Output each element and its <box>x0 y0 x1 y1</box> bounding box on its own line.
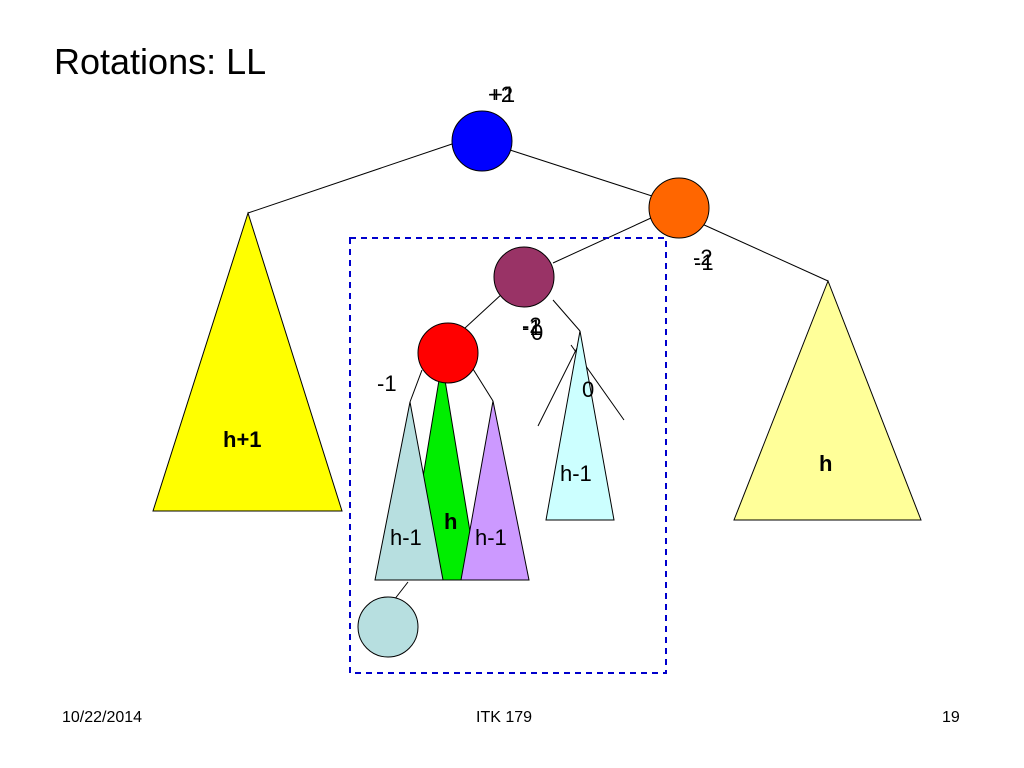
root-balance-label-b: +1 <box>490 82 515 107</box>
slide-title: Rotations: LL <box>54 41 267 82</box>
edge-root-orange <box>509 149 653 197</box>
green-subtree-label: h <box>444 509 457 534</box>
footer-date: 10/22/2014 <box>62 709 143 726</box>
edge-red-right <box>472 368 494 402</box>
edge-purple-red <box>464 292 504 329</box>
footer-course: ITK 179 <box>476 709 533 726</box>
cyan-subtree-balance-label: 0 <box>582 377 594 402</box>
orange-balance-label-b: -1 <box>694 250 714 275</box>
purple-balance-label-c: 0 <box>531 320 543 345</box>
lavender-subtree-triangle <box>460 400 530 581</box>
teal-leaf-node <box>357 596 419 658</box>
root-balance-label-a: +2 <box>488 82 513 107</box>
edge-red-left <box>409 369 423 403</box>
edge-teal-node <box>393 581 409 601</box>
footer-page-number: 19 <box>942 709 960 726</box>
red-balance-label: -1 <box>377 371 397 396</box>
edge-root-left <box>247 142 456 214</box>
purple-balance-label-a: -2 <box>522 313 542 338</box>
teal-subtree-label: h-1 <box>390 525 422 550</box>
edge-purple-cyan <box>552 299 581 332</box>
cyan-subtree-triangle <box>545 330 615 521</box>
right-subtree-label: h <box>819 451 832 476</box>
right-subtree-triangle <box>733 279 922 521</box>
rotation-region-box <box>349 237 667 674</box>
edge-orange-purple <box>552 217 652 264</box>
orange-balance-label-a: -2 <box>693 245 713 270</box>
edge-orange-right <box>701 223 829 282</box>
cross-line-left <box>537 347 578 427</box>
root-node <box>451 110 513 172</box>
lavender-subtree-label: h-1 <box>475 525 507 550</box>
left-subtree-label: h+1 <box>223 427 262 452</box>
teal-subtree-triangle <box>374 401 444 581</box>
purple-node <box>493 246 555 308</box>
purple-balance-label-b: -1 <box>522 315 542 340</box>
red-node <box>417 322 479 384</box>
cyan-subtree-label: h-1 <box>560 461 592 486</box>
orange-node <box>648 177 710 239</box>
left-subtree-triangle <box>152 211 343 512</box>
